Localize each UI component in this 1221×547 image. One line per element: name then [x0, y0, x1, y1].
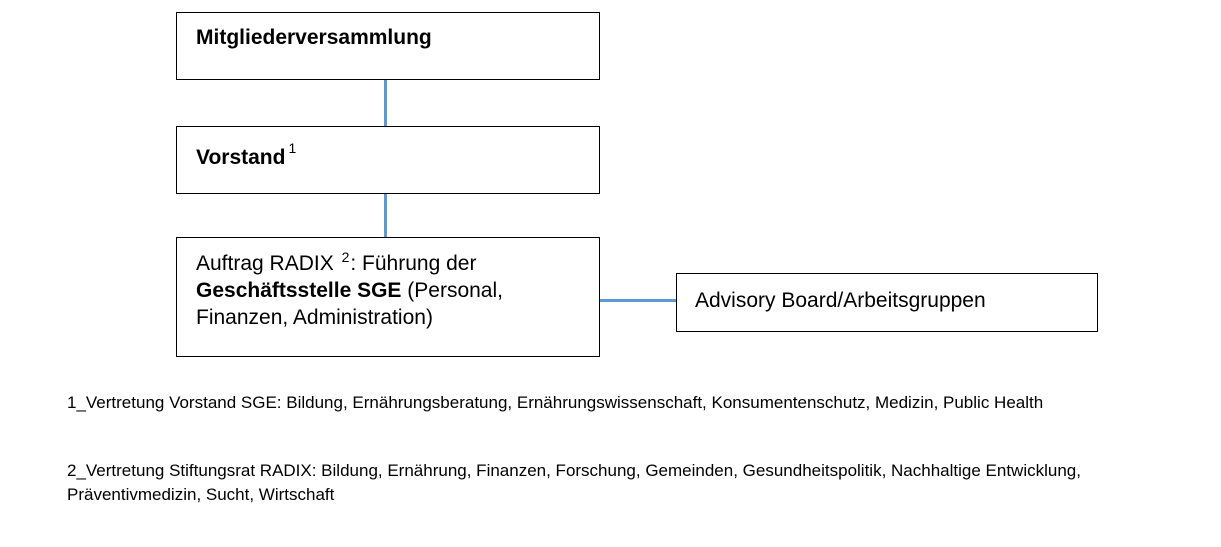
node-title: Advisory Board/Arbeitsgruppen — [695, 289, 986, 312]
node-advisory-board: Advisory Board/Arbeitsgruppen — [676, 273, 1098, 332]
node-title-text: Vorstand — [196, 146, 286, 169]
node-text-part: (Personal, Finanzen, Administration) — [196, 279, 503, 329]
connector-mitglieder-vorstand — [384, 80, 387, 126]
footnote-ref: 2 — [341, 249, 350, 265]
node-text-part: Auftrag RADIX — [196, 252, 340, 275]
node-title: Mitgliederversammlung — [196, 26, 432, 49]
node-mitgliederversammlung: Mitgliederversammlung — [176, 12, 600, 80]
connector-geschaeftsstelle-advisory — [600, 299, 676, 302]
connector-vorstand-geschaeftsstelle — [384, 194, 387, 237]
node-text-part: : Führung der — [350, 252, 477, 275]
footnote-2: 2_Vertretung Stiftungsrat RADIX: Bildung… — [67, 461, 1081, 504]
footnote-1: 1_Vertretung Vorstand SGE: Bildung, Ernä… — [67, 393, 1044, 412]
footnote-ref: 1 — [288, 140, 297, 156]
node-bold-text: Geschäftsstelle SGE — [196, 279, 402, 302]
